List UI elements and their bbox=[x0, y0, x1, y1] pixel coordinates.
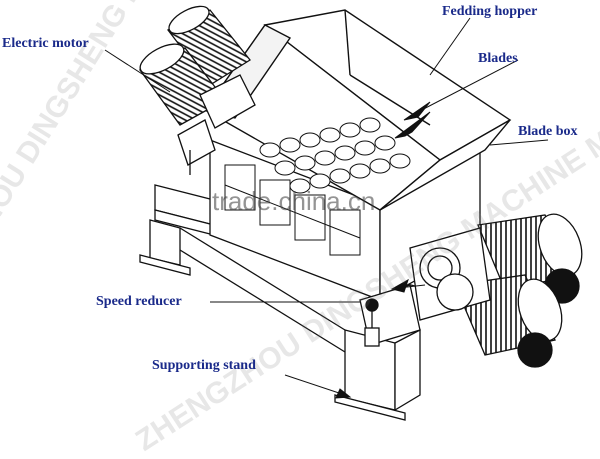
electric-motor-right bbox=[409, 213, 583, 368]
leader-lines bbox=[104, 17, 549, 399]
label-supporting-stand: Supporting stand bbox=[152, 358, 256, 373]
blade-box bbox=[209, 139, 481, 302]
watermark-site: trade.china.cn bbox=[212, 186, 376, 216]
speed-reducer bbox=[359, 284, 421, 347]
label-blade-box: Blade box bbox=[518, 124, 578, 139]
label-speed-reducer: Speed reducer bbox=[96, 294, 182, 309]
electric-motor-left bbox=[139, 5, 256, 175]
machine-drawing bbox=[104, 5, 583, 421]
blades bbox=[259, 111, 431, 194]
label-feeding-hopper: Fedding hopper bbox=[442, 4, 538, 19]
label-blades: Blades bbox=[478, 51, 518, 66]
label-electric-motor: Electric motor bbox=[2, 36, 89, 51]
